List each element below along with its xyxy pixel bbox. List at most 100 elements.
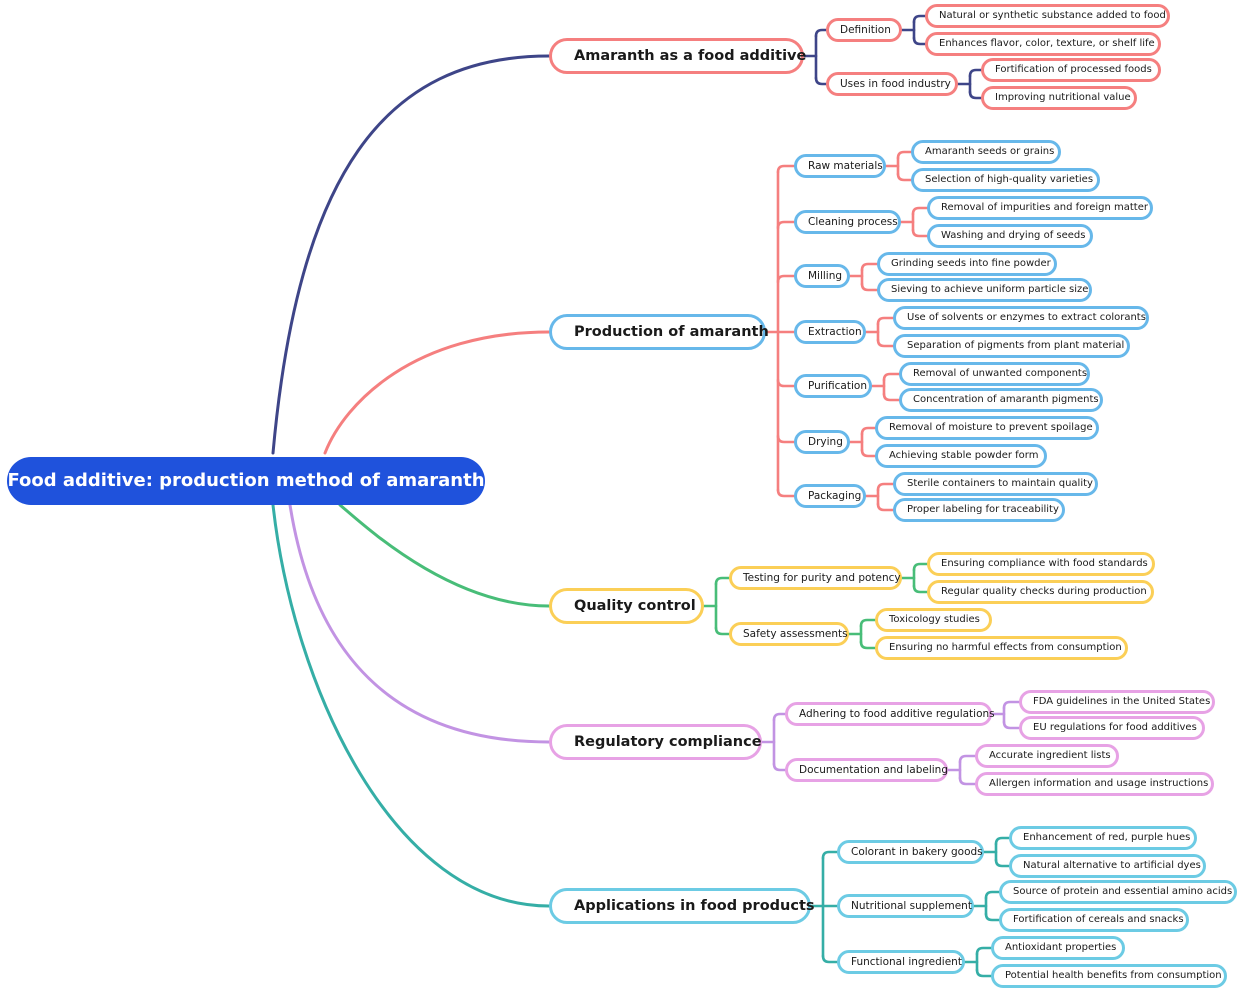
branch-1-sub-4-link-0 [882, 372, 901, 382]
branch-1-sub-4-link-1 [882, 392, 901, 402]
branch-0-sub-1-link-0 [968, 68, 983, 78]
leaf-fortification-of-cereals-and-snacks[interactable]: Fortification of cereals and snacks [999, 908, 1189, 932]
branch-4-sub-2-link-0 [975, 946, 993, 956]
branch-1-sub-0-link-1 [896, 172, 913, 182]
subtopic-adhering-to-food-additive-regulations[interactable]: Adhering to food additive regulations [785, 702, 995, 726]
branch-1-sub-5-link-0 [860, 426, 877, 436]
branch-1-link-5 [776, 434, 796, 444]
branch-0-link-0 [814, 28, 828, 38]
leaf-washing-and-drying-of-seeds[interactable]: Washing and drying of seeds [927, 224, 1093, 248]
subtopic-purification[interactable]: Purification [794, 374, 872, 398]
subtopic-testing-for-purity-and-potency[interactable]: Testing for purity and potency [729, 566, 902, 590]
branch-1-sub-0-link-0 [896, 150, 913, 160]
leaf-ensuring-no-harmful-effects[interactable]: Ensuring no harmful effects from consump… [875, 636, 1128, 660]
leaf-grinding-seeds-into-fine-powder[interactable]: Grinding seeds into fine powder [877, 252, 1057, 276]
leaf-enhances-flavor-color-texture[interactable]: Enhances flavor, color, texture, or shel… [925, 32, 1161, 56]
branch-3-sub-1-link-0 [958, 754, 977, 764]
branch-amaranth-as-food-additive[interactable]: Amaranth as a food additive [549, 38, 806, 74]
branch-1-link-4 [776, 378, 796, 388]
leaf-ensuring-compliance-with-food-standards[interactable]: Ensuring compliance with food standards [927, 552, 1155, 576]
leaf-toxicology-studies[interactable]: Toxicology studies [875, 608, 992, 632]
branch-1-link-0 [776, 164, 796, 174]
leaf-sterile-containers[interactable]: Sterile containers to maintain quality [893, 472, 1098, 496]
leaf-eu-regulations[interactable]: EU regulations for food additives [1019, 716, 1205, 740]
branch-2-sub-1-link-0 [859, 618, 877, 628]
subtopic-raw-materials[interactable]: Raw materials [794, 154, 886, 178]
root-link-0 [271, 54, 551, 455]
branch-4-sub-0-link-0 [994, 836, 1011, 846]
branch-1-sub-1-link-0 [911, 206, 929, 216]
leaf-antioxidant-properties[interactable]: Antioxidant properties [991, 936, 1125, 960]
branch-quality-control[interactable]: Quality control [549, 588, 704, 624]
branch-connectors [702, 14, 1021, 978]
branch-1-sub-5-link-1 [860, 448, 877, 458]
leaf-improving-nutritional-value[interactable]: Improving nutritional value [981, 86, 1137, 110]
leaf-removal-of-unwanted-components[interactable]: Removal of unwanted components [899, 362, 1090, 386]
subtopic-extraction[interactable]: Extraction [794, 320, 866, 344]
branch-1-sub-2-link-1 [860, 282, 879, 292]
leaf-sieving-uniform-particle-size[interactable]: Sieving to achieve uniform particle size [877, 278, 1092, 302]
leaf-accurate-ingredient-lists[interactable]: Accurate ingredient lists [975, 744, 1119, 768]
branch-1-sub-1-link-1 [911, 228, 929, 238]
subtopic-drying[interactable]: Drying [794, 430, 850, 454]
subtopic-safety-assessments[interactable]: Safety assessments [729, 622, 849, 646]
subtopic-packaging[interactable]: Packaging [794, 484, 866, 508]
leaf-amaranth-seeds-or-grains[interactable]: Amaranth seeds or grains [911, 140, 1061, 164]
branch-4-sub-0-link-1 [994, 858, 1011, 868]
leaf-fda-guidelines[interactable]: FDA guidelines in the United States [1019, 690, 1215, 714]
leaf-fortification-of-processed-foods[interactable]: Fortification of processed foods [981, 58, 1161, 82]
branch-3-link-0 [772, 712, 787, 722]
branch-4-link-0 [821, 850, 839, 860]
branch-1-sub-6-link-1 [876, 502, 895, 512]
leaf-allergen-information[interactable]: Allergen information and usage instructi… [975, 772, 1214, 796]
branch-2-sub-0-link-1 [912, 584, 929, 594]
leaf-achieving-stable-powder-form[interactable]: Achieving stable powder form [875, 444, 1047, 468]
subtopic-functional-ingredient[interactable]: Functional ingredient [837, 950, 965, 974]
branch-applications-in-food-products[interactable]: Applications in food products [549, 888, 815, 924]
leaf-separation-of-pigments[interactable]: Separation of pigments from plant materi… [893, 334, 1130, 358]
leaf-natural-or-synthetic-substance[interactable]: Natural or synthetic substance added to … [925, 4, 1170, 28]
root-link-2 [338, 503, 551, 608]
leaf-concentration-of-amaranth-pigments[interactable]: Concentration of amaranth pigments [899, 388, 1103, 412]
subtopic-colorant-in-bakery-goods[interactable]: Colorant in bakery goods [837, 840, 984, 864]
root-connectors [271, 54, 551, 908]
root-link-3 [288, 503, 551, 744]
branch-regulatory-compliance[interactable]: Regulatory compliance [549, 724, 762, 760]
branch-1-link-6 [776, 488, 796, 498]
leaf-natural-alternative-to-artificial-dyes[interactable]: Natural alternative to artificial dyes [1009, 854, 1206, 878]
subtopic-nutritional-supplement[interactable]: Nutritional supplement [837, 894, 974, 918]
subtopic-milling[interactable]: Milling [794, 264, 850, 288]
branch-production-of-amaranth[interactable]: Production of amaranth [549, 314, 769, 350]
branch-1-sub-6-link-0 [876, 482, 895, 492]
root-link-1 [323, 330, 551, 455]
branch-1-sub-3-link-1 [876, 338, 895, 348]
leaf-source-of-protein[interactable]: Source of protein and essential amino ac… [999, 880, 1237, 904]
root-link-4 [271, 503, 551, 908]
branch-3-link-1 [772, 762, 787, 772]
branch-4-sub-2-link-1 [975, 968, 993, 978]
branch-2-link-1 [714, 626, 731, 636]
subtopic-uses-in-food-industry[interactable]: Uses in food industry [826, 72, 958, 96]
branch-2-sub-1-link-1 [859, 640, 877, 650]
leaf-removal-of-impurities[interactable]: Removal of impurities and foreign matter [927, 196, 1153, 220]
branch-3-sub-0-link-0 [1002, 700, 1021, 710]
branch-1-link-2 [776, 274, 796, 284]
root-topic[interactable]: Food additive: production method of amar… [7, 457, 485, 505]
leaf-enhancement-of-red-purple-hues[interactable]: Enhancement of red, purple hues [1009, 826, 1197, 850]
branch-1-sub-3-link-0 [876, 316, 895, 326]
branch-0-sub-0-link-0 [912, 14, 927, 24]
leaf-potential-health-benefits[interactable]: Potential health benefits from consumpti… [991, 964, 1227, 988]
leaf-selection-of-high-quality-varieties[interactable]: Selection of high-quality varieties [911, 168, 1100, 192]
leaf-removal-of-moisture[interactable]: Removal of moisture to prevent spoilage [875, 416, 1099, 440]
branch-3-sub-0-link-1 [1002, 720, 1021, 730]
leaf-use-of-solvents-or-enzymes[interactable]: Use of solvents or enzymes to extract co… [893, 306, 1149, 330]
leaf-proper-labeling-for-traceability[interactable]: Proper labeling for traceability [893, 498, 1065, 522]
branch-2-sub-0-link-0 [912, 562, 929, 572]
subtopic-definition[interactable]: Definition [826, 18, 902, 42]
branch-4-link-2 [821, 954, 839, 964]
branch-0-sub-0-link-1 [912, 36, 927, 46]
leaf-regular-quality-checks[interactable]: Regular quality checks during production [927, 580, 1154, 604]
subtopic-cleaning-process[interactable]: Cleaning process [794, 210, 901, 234]
subtopic-documentation-and-labeling[interactable]: Documentation and labeling [785, 758, 948, 782]
